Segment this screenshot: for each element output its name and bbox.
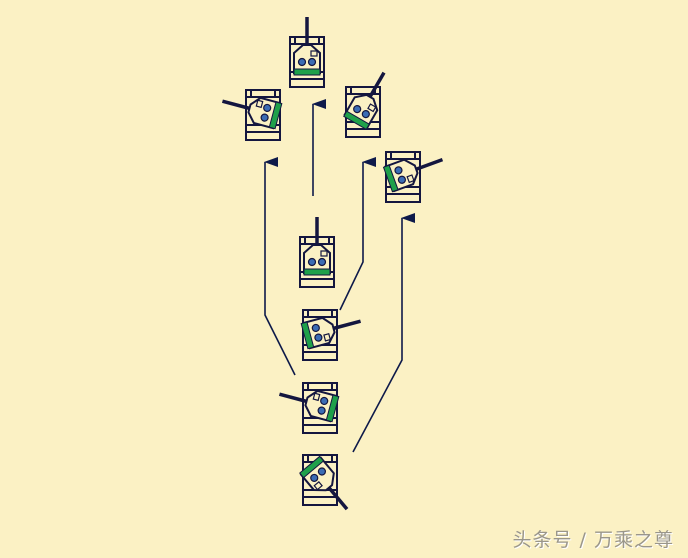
crew-hatch xyxy=(307,57,317,67)
tank xyxy=(299,454,349,511)
crew-hatch xyxy=(317,257,327,267)
tank xyxy=(289,17,325,88)
turret-rear-stripe xyxy=(343,110,370,131)
movement-arrows xyxy=(264,99,415,453)
crew-hatch xyxy=(310,473,319,483)
tank xyxy=(382,151,444,203)
tank-turret xyxy=(299,455,349,511)
tank xyxy=(300,309,362,361)
turret-rear-stripe xyxy=(300,321,315,350)
turret-rear-stripe xyxy=(325,394,340,423)
arrow-far-right-path xyxy=(352,213,415,453)
tank xyxy=(278,382,340,434)
crew-hatch xyxy=(353,104,362,114)
tank-turret xyxy=(221,96,283,130)
tank-turret xyxy=(278,389,340,423)
crew-hatch xyxy=(297,57,307,67)
tank-turret xyxy=(303,217,331,276)
tank-turret xyxy=(343,71,386,131)
watermark: 头条号 / 万乘之尊 xyxy=(512,529,674,551)
gun-barrel xyxy=(221,99,250,111)
arrow-right-path xyxy=(339,157,376,311)
turret-rear-stripe xyxy=(293,68,321,76)
turret-rear-stripe xyxy=(299,455,325,479)
crew-hatch xyxy=(394,166,403,175)
turret-rear-stripe xyxy=(268,101,283,130)
crew-hatch xyxy=(311,323,320,333)
crew-hatch xyxy=(317,467,327,476)
crew-hatch xyxy=(317,406,326,415)
tank-turret xyxy=(300,316,362,350)
crew-hatch xyxy=(314,333,323,342)
gun-barrel xyxy=(415,157,444,171)
gun-barrel xyxy=(333,319,362,331)
tank xyxy=(221,89,283,141)
arrow-left-path xyxy=(264,157,296,376)
gun-barrel xyxy=(368,71,386,98)
turret-rear-stripe xyxy=(303,268,331,276)
tank xyxy=(299,217,335,288)
tank-turret xyxy=(382,157,444,193)
crew-hatch xyxy=(397,175,406,184)
gun-barrel xyxy=(327,486,349,511)
crew-hatch xyxy=(361,109,370,119)
crew-hatch xyxy=(320,396,329,406)
crew-hatch xyxy=(263,103,272,113)
crew-hatch xyxy=(307,257,317,267)
gun-barrel xyxy=(278,392,307,404)
crew-hatch xyxy=(260,113,269,122)
tank xyxy=(343,71,386,138)
tank-turret xyxy=(293,17,321,76)
turret-rear-stripe xyxy=(382,164,399,193)
